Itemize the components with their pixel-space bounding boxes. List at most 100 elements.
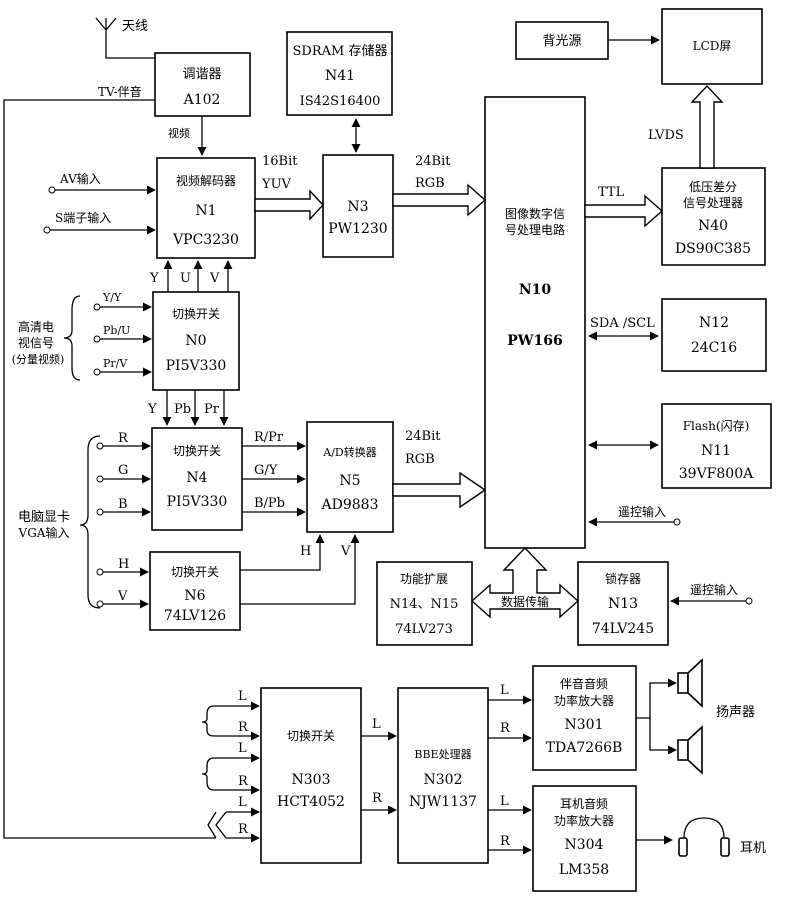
svg-text:切换开关: 切换开关 [173,444,221,458]
bit16-label: 16Bit [262,154,298,169]
svg-text:N5: N5 [339,473,360,489]
b-label: B [118,497,128,512]
svg-text:A/D转换器: A/D转换器 [322,445,376,459]
block-n11: Flash(闪存) N11 39VF800A [661,403,772,489]
speaker-label: 扬声器 [716,705,755,720]
svg-text:低压差分: 低压差分 [689,180,737,194]
block-n4: 切换开关 N4 PI5V330 [151,427,243,531]
svg-text:背光源: 背光源 [542,34,581,49]
svg-text:调谐器: 调谐器 [182,67,221,82]
tv-audio-line [3,99,216,839]
block-n10: 图像数字信 号处理电路 N10 PW166 [484,96,586,549]
svg-text:耳机音频: 耳机音频 [560,796,608,811]
sda-scl-label: SDA /SCL [590,316,655,331]
svg-text:74LV126: 74LV126 [164,608,226,624]
svg-text:N11: N11 [701,443,731,459]
l3-label: L [238,795,247,810]
hd-signal-label-2: 视信号 [18,335,54,350]
svg-text:图像数字信: 图像数字信 [505,206,565,221]
data-transfer-label: 数据传输 [501,594,549,609]
svg-text:HCT4052: HCT4052 [277,794,345,810]
pc-vga-label-2: VGA输入 [18,525,70,540]
svg-text:PW1230: PW1230 [328,221,387,237]
rgb-a-label: RGB [415,176,445,191]
block-n1: 视频解码器 N1 VPC3230 [156,157,256,259]
video-label: 视频 [168,126,190,140]
y2-label: Y [147,402,157,417]
yy-label: Y/Y [102,291,122,304]
svg-text:SDRAM 存储器: SDRAM 存储器 [293,44,388,59]
svg-text:LM358: LM358 [559,862,609,878]
ro2-label: R [500,834,511,849]
svg-text:信号处理器: 信号处理器 [683,196,743,210]
block-backlight: 背光源 [515,21,609,60]
v-label: V [117,589,128,604]
rpr-label: R/Pr [254,430,284,445]
block-n13: 锁存器 N13 74LV245 [577,561,669,646]
l2-label: L [238,741,247,756]
svg-text:N4: N4 [186,470,207,486]
rgb-b-label: RGB [405,452,435,467]
pb2-label: Pb [174,402,191,417]
h-label: H [118,557,129,572]
svg-text:PW166: PW166 [507,333,562,349]
svg-text:N12: N12 [699,315,729,331]
block-n41: SDRAM 存储器 N41 IS42S16400 [286,31,393,116]
u1-label: U [180,271,191,286]
svg-text:PI5V330: PI5V330 [166,358,227,374]
tv-audio-label: TV-伴音 [98,84,142,99]
block-n0: 切换开关 N0 PI5V330 [152,291,240,391]
svg-text:N40: N40 [698,218,728,234]
hd-signal-label-3: (分量视频) [12,352,65,366]
svg-text:PI5V330: PI5V330 [167,494,228,510]
l1-label: L [238,689,247,704]
block-n301: 伴音音频 功率放大器 N301 TDA7266B [532,665,637,771]
svg-text:N41: N41 [325,68,355,84]
svg-text:锁存器: 锁存器 [605,571,641,586]
s-input-label: S端子输入 [55,210,111,225]
bit24b-label: 24Bit [405,429,441,444]
svg-text:N0: N0 [185,333,206,349]
svg-text:LCD屏: LCD屏 [693,39,732,53]
svg-text:伴音音频: 伴音音频 [560,676,608,691]
h2-label: H [300,544,311,559]
r1-label: R [238,720,249,735]
svg-text:N302: N302 [424,772,463,788]
remote-input-1-label: 遥控输入 [618,504,666,519]
svg-text:IS42S16400: IS42S16400 [300,94,381,109]
block-n304: 耳机音频 功率放大器 N304 LM358 [532,785,637,892]
svg-text:N13: N13 [608,596,638,612]
v2-label: V [340,544,351,559]
block-a102: 调谐器 A102 [154,52,251,117]
yuv-label: YUV [261,177,292,192]
rm-label: R [372,791,383,806]
block-n12: N12 24C16 [661,298,767,372]
svg-text:N10: N10 [519,282,552,298]
svg-text:功率放大器: 功率放大器 [554,693,614,708]
block-lcd: LCD屏 [661,8,763,85]
svg-text:N6: N6 [184,588,205,604]
svg-text:N303: N303 [292,772,331,788]
svg-text:Flash(闪存): Flash(闪存) [683,419,750,433]
svg-text:功能扩展: 功能扩展 [400,572,448,586]
block-n14-n15: 功能扩展 N14、N15 74LV273 [376,561,473,646]
svg-text:N304: N304 [565,837,604,853]
svg-text:NJW1137: NJW1137 [409,794,477,810]
ro1-label: R [500,721,511,736]
block-n303: 切换开关 N303 HCT4052 [260,687,362,864]
antenna-label: 天线 [122,19,148,34]
svg-text:切换开关: 切换开关 [172,307,220,321]
block-n5: A/D转换器 N5 AD9883 [306,421,394,533]
svg-text:AD9883: AD9883 [321,497,379,513]
v1-label: V [209,271,220,286]
svg-text:N1: N1 [195,203,216,219]
speaker-icon [677,658,703,775]
bit24a-label: 24Bit [415,154,451,169]
earphone-label: 耳机 [740,841,766,856]
antenna-icon [95,17,155,59]
gy-label: G/Y [254,463,278,478]
prv-label: Pr/V [103,357,128,370]
svg-text:视频解码器: 视频解码器 [176,173,236,188]
svg-text:功率放大器: 功率放大器 [554,813,614,828]
